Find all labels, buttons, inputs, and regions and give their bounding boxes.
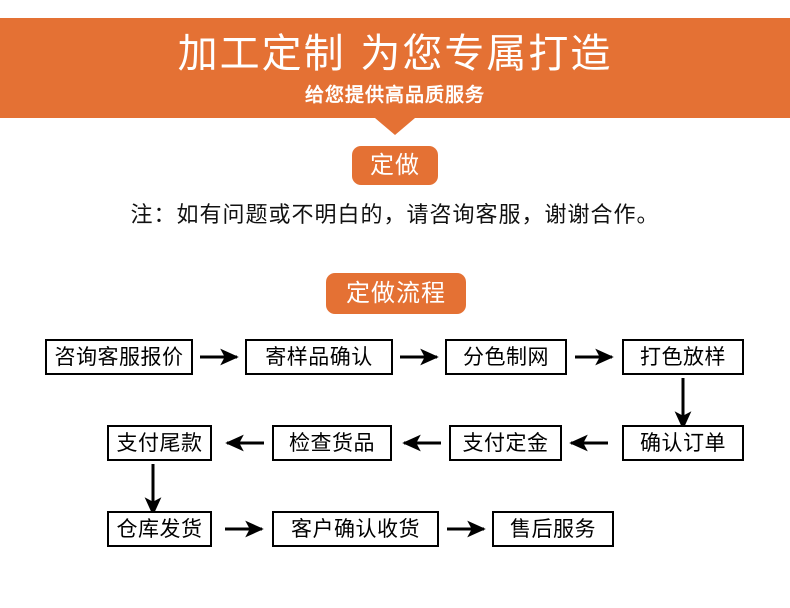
flow-node-row2-2[interactable]: 检查货品: [272, 425, 392, 461]
note-text: 注：如有问题或不明白的，请咨询客服，谢谢合作。: [130, 203, 660, 228]
banner-subtitle: 给您提供高品质服务: [304, 84, 485, 106]
badge-custom-made: 定做: [352, 146, 438, 185]
banner-title: 加工定制 为您专属打造: [177, 31, 613, 77]
flow-node-row1-3[interactable]: 分色制网: [445, 339, 567, 375]
flow-node-row3-2[interactable]: 客户确认收货: [272, 511, 439, 547]
flow-node-row1-2[interactable]: 寄样品确认: [245, 339, 393, 375]
flow-node-row2-1[interactable]: 支付尾款: [107, 425, 212, 461]
banner-down-triangle-icon: [375, 118, 415, 135]
flow-node-row2-3[interactable]: 支付定金: [449, 425, 562, 461]
flow-node-row3-3[interactable]: 售后服务: [492, 511, 614, 547]
flow-node-row1-4[interactable]: 打色放样: [622, 339, 744, 375]
badge-process-title: 定做流程: [326, 273, 466, 314]
flowchart: 咨询客服报价 寄样品确认 分色制网 打色放样 支付尾款 检查货品 支付定金 确认…: [0, 330, 790, 560]
flow-node-row3-1[interactable]: 仓库发货: [107, 511, 212, 547]
header-banner: 加工定制 为您专属打造 给您提供高品质服务: [0, 18, 790, 118]
flow-node-row1-1[interactable]: 咨询客服报价: [45, 339, 193, 375]
flow-node-row2-4[interactable]: 确认订单: [622, 425, 744, 461]
